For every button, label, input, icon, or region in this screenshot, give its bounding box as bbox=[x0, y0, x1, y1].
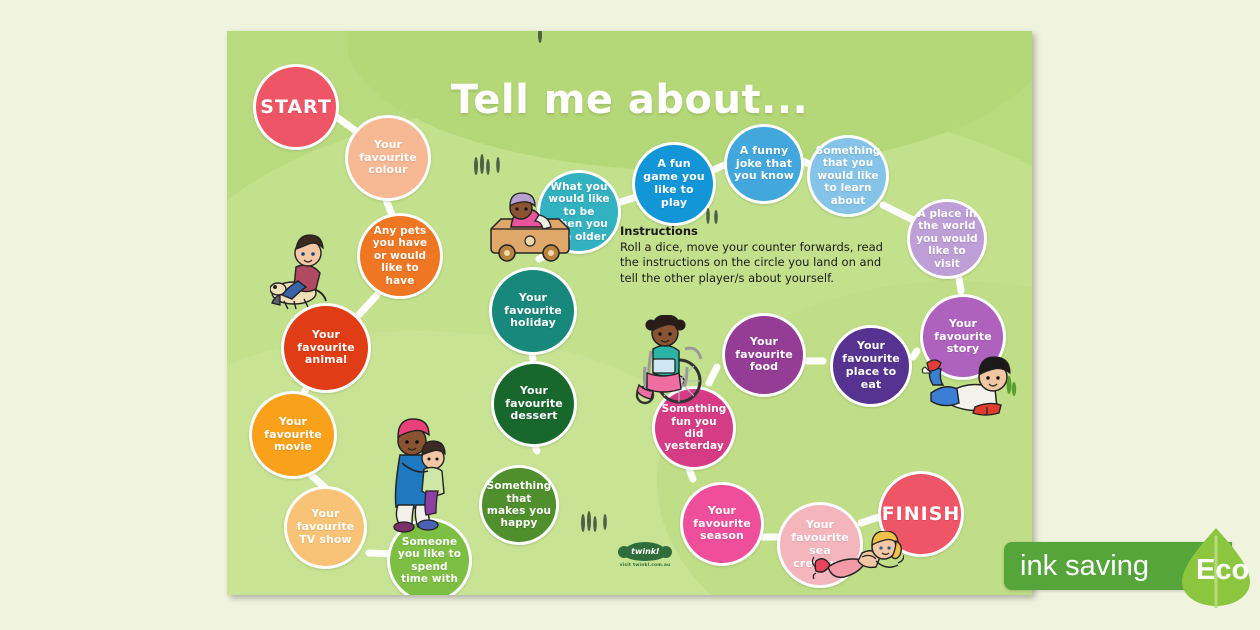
board-node-label: A fun game you like to play bbox=[643, 157, 705, 209]
instructions-body: Roll a dice, move your counter forwards,… bbox=[620, 240, 883, 285]
board-node-movie[interactable]: Your favourite movie bbox=[249, 391, 337, 479]
instructions-block: Instructions Roll a dice, move your coun… bbox=[620, 224, 898, 286]
board-node-label: A place in the world you would like to v… bbox=[916, 208, 978, 270]
board-node-label: Your favourite colour bbox=[359, 137, 417, 177]
board-node-someone[interactable]: Someone you like to spend time with bbox=[387, 518, 472, 595]
board-node-yesterday[interactable]: Something fun you did yesterday bbox=[652, 386, 736, 470]
board-node-label: Your favourite TV show bbox=[296, 507, 355, 546]
leaf-icon bbox=[1182, 528, 1250, 608]
twinkl-logo[interactable]: twinkl visit twinkl.com.au bbox=[612, 542, 678, 568]
board-node-older[interactable]: What you would like to be when you are o… bbox=[537, 170, 621, 254]
board-node-seacreature[interactable]: Your favourite sea creature bbox=[777, 502, 863, 588]
twinkl-logo-blob: twinkl bbox=[618, 542, 672, 561]
board-node-label: Your favourite holiday bbox=[504, 290, 562, 330]
board-node-learn[interactable]: Something that you would like to learn a… bbox=[807, 135, 889, 217]
board-node-fungame[interactable]: A fun game you like to play bbox=[632, 142, 716, 226]
twinkl-wordmark: twinkl bbox=[631, 547, 659, 556]
twinkl-url: visit twinkl.com.au bbox=[619, 563, 671, 568]
board-node-story[interactable]: Your favourite story bbox=[920, 294, 1006, 380]
board-node-label: Your favourite food bbox=[735, 334, 793, 374]
board-node-finish[interactable]: FINISH bbox=[878, 471, 964, 557]
board-node-label: Something that you would like to learn a… bbox=[815, 145, 881, 207]
board-node-joke[interactable]: A funny joke that you know bbox=[724, 124, 804, 204]
board-node-label: Something that makes you happy bbox=[486, 480, 552, 530]
board-node-label: Any pets you have or would like to have bbox=[372, 225, 428, 287]
board-node-tvshow[interactable]: Your favourite TV show bbox=[284, 486, 367, 569]
board-node-place[interactable]: A place in the world you would like to v… bbox=[907, 199, 987, 279]
board-node-label: What you would like to be when you are o… bbox=[548, 181, 610, 243]
board-node-label: Your favourite story bbox=[934, 316, 992, 356]
ink-saving-eco-badge: ink saving Eco bbox=[1004, 528, 1260, 608]
instructions-heading: Instructions bbox=[620, 224, 698, 238]
board-node-season[interactable]: Your favourite season bbox=[680, 482, 764, 566]
board-node-pets[interactable]: Any pets you have or would like to have bbox=[357, 213, 443, 299]
board-node-happy[interactable]: Something that makes you happy bbox=[479, 465, 559, 545]
board-node-label: Something fun you did yesterday bbox=[661, 403, 727, 453]
board-node-colour[interactable]: Your favourite colour bbox=[345, 115, 431, 201]
board-node-label: Your favourite movie bbox=[264, 414, 322, 454]
board-node-holiday[interactable]: Your favourite holiday bbox=[489, 267, 577, 355]
board-node-label: Your favourite sea creature bbox=[791, 518, 849, 570]
board-node-animal[interactable]: Your favourite animal bbox=[281, 303, 371, 393]
board-node-label: A funny joke that you know bbox=[733, 143, 795, 183]
board-node-label: FINISH bbox=[881, 502, 961, 525]
board-node-label: Your favourite dessert bbox=[505, 383, 563, 423]
board-node-label: Your favourite animal bbox=[297, 327, 355, 367]
board-node-label: Your favourite place to eat bbox=[842, 339, 900, 391]
eco-label: Eco bbox=[1196, 554, 1250, 586]
ink-saving-label: ink saving bbox=[1020, 549, 1149, 582]
board-node-placetoeat[interactable]: Your favourite place to eat bbox=[830, 325, 912, 407]
board-node-label: Someone you like to spend time with bbox=[397, 535, 462, 585]
board-node-label: Your favourite season bbox=[693, 503, 751, 543]
page-title: Tell me about... bbox=[450, 77, 809, 123]
board-node-dessert[interactable]: Your favourite dessert bbox=[491, 361, 577, 447]
board-node-food[interactable]: Your favourite food bbox=[722, 313, 806, 397]
